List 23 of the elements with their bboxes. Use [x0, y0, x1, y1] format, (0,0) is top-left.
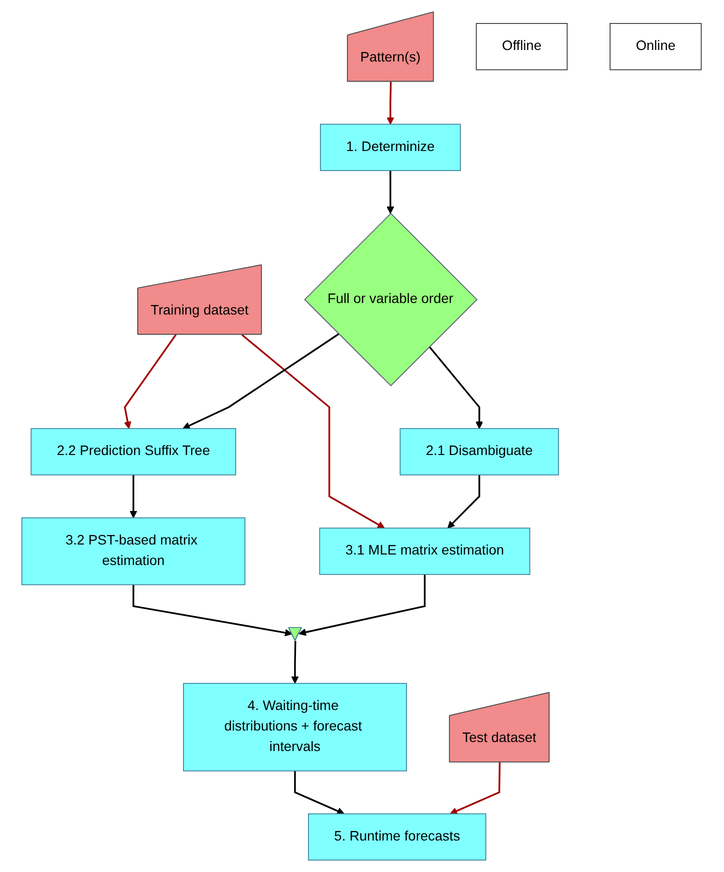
node-box: 1. Determinize	[320, 124, 462, 172]
arrow	[387, 82, 395, 125]
arrow	[292, 640, 300, 684]
arrow	[183, 333, 340, 430]
arrow	[130, 474, 138, 518]
node-diamond: Full or variable order	[304, 212, 478, 386]
node-box: Online	[610, 23, 702, 70]
arrow	[448, 474, 481, 528]
node-box: 3.1 MLE matrix estimation	[320, 528, 531, 575]
node-box: 3.2 PST-based matrix estimation	[22, 517, 246, 586]
node-box: 5. Runtime forecasts	[308, 813, 487, 861]
arrow	[242, 334, 386, 528]
node-box: 2.1 Disambiguate	[400, 428, 560, 476]
node-box: 4. Waiting-time distributions + forecast intervals	[183, 682, 408, 772]
arrow	[299, 574, 426, 636]
arrow	[294, 770, 345, 815]
node-box: Offline	[476, 23, 568, 70]
node-box: 2.2 Prediction Suffix Tree	[31, 428, 237, 476]
arrow	[124, 334, 177, 429]
arrow	[387, 170, 395, 214]
arrow	[132, 584, 293, 636]
arrow	[429, 346, 484, 429]
arrow	[450, 762, 501, 815]
